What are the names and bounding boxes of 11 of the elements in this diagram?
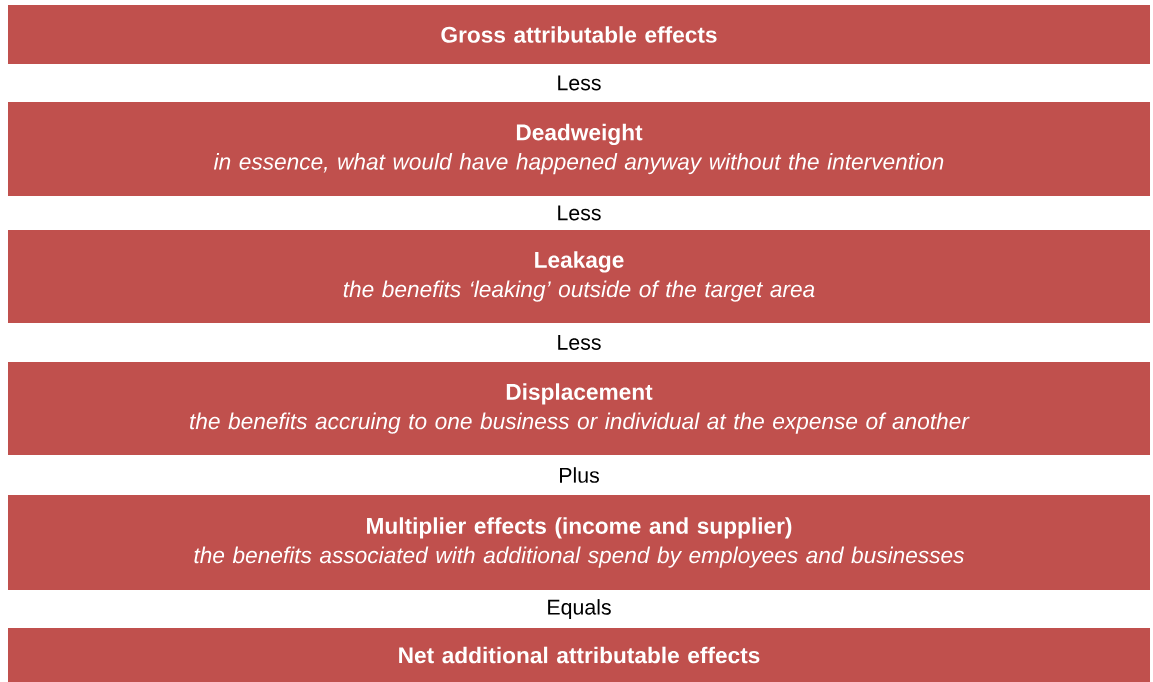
operator-word: Less bbox=[558, 335, 601, 350]
band-box: Gross attributable effects bbox=[8, 5, 1150, 64]
band-box: Multiplier effects (income and supplier) the benefits associated with additional spend by employees and businesses bbox=[8, 495, 1150, 590]
band-box: Displacement the benefits accruing to one business or individual at the expense of another bbox=[8, 362, 1150, 455]
operator-word: Plus bbox=[560, 467, 599, 483]
band-box: Deadweight in essence, what would have happened anyway without the intervention bbox=[8, 102, 1150, 196]
band-box: Leakage the benefits ‘leaking’ outside of the target area bbox=[8, 230, 1150, 323]
operator-word: Less bbox=[558, 75, 601, 91]
band-box: Net additional attributable effects bbox=[8, 628, 1150, 682]
operator-word: Equals bbox=[548, 599, 611, 619]
operator-word: Less bbox=[558, 205, 601, 221]
